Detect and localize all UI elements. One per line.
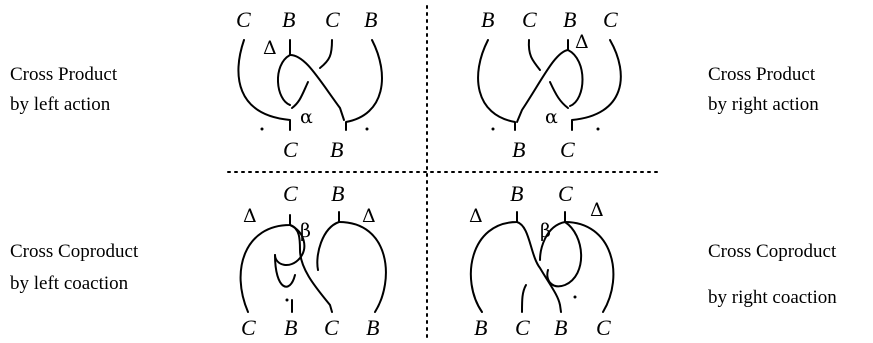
diagram-top-right: B C B C Δ α B C [477,7,622,162]
tr-bottom-C: C [560,137,575,162]
tl-top-B2: B [364,7,377,32]
br-bottom-C2: C [596,315,611,340]
tl-dot-right [365,127,369,131]
tl-strand-outer-right [345,39,383,131]
diagram-top-left: C B C B Δ α C B [236,7,383,162]
tr-top-C1: C [522,7,537,32]
tl-top-C1: C [236,7,251,32]
bl-bottom-C1: C [241,315,256,340]
tl-strand-C2 [319,39,333,69]
br-strand-C1-stub [521,284,527,313]
tr-strand-C1-lower [549,81,569,109]
label-bottom-left-line1: Cross Coproduct [10,241,139,262]
label-bottom-right-line1: Cross Coproduct [708,241,837,262]
diagram-bottom-right: B C Δ Δ β B C B C [469,181,615,340]
tr-strand-outer-right [571,39,622,131]
diagram-bottom-left: C B Δ Δ β C B C B [239,181,387,340]
label-bottom-right-line2: by right coaction [708,287,837,308]
tl-strand-loop-left [276,54,291,106]
bl-delta-right: Δ [362,205,376,227]
br-bottom-B2: B [554,315,567,340]
bl-bottom-C2: C [324,315,339,340]
label-top-right-line1: Cross Product [708,64,816,85]
bl-top-B: B [331,181,344,206]
bl-delta-left: Δ [243,205,257,227]
br-strand-inner-loop [546,221,583,288]
tr-delta: Δ [575,31,589,53]
tr-bottom-B: B [512,137,525,162]
tl-strand-C2-lower [291,81,309,109]
br-dot [573,295,577,299]
bl-beta: β [300,220,311,242]
br-strand-arc-left-inner [516,221,562,313]
tr-dot-left [491,127,495,131]
tr-strand-outer-left [477,39,516,131]
tl-strand-outer-left [237,39,291,131]
br-top-C: C [558,181,573,206]
tl-bottom-C: C [283,137,298,162]
bl-strand-arc-left [239,214,291,313]
tl-alpha: α [300,106,313,128]
br-strand-arc-right-outer [564,221,615,313]
tl-delta: Δ [263,37,277,59]
br-delta-left: Δ [469,205,483,227]
bl-strand-arc-right-outer [338,221,387,313]
bl-bottom-B1: B [284,315,297,340]
tr-top-B1: B [481,7,494,32]
tl-bottom-B: B [330,137,343,162]
br-top-B: B [510,181,523,206]
bl-strand-arc-right [316,211,340,271]
tr-strand-loop-left [516,49,569,123]
tl-dot-left [260,127,264,131]
tr-dot-right [596,127,600,131]
tr-alpha: α [545,106,558,128]
tl-top-C2: C [325,7,340,32]
br-bottom-C1: C [515,315,530,340]
label-top-left-line2: by left action [10,94,111,115]
bl-top-C: C [283,181,298,206]
tl-strand-loop-right [289,54,345,121]
br-delta-right: Δ [590,199,604,221]
label-bottom-left-line2: by left coaction [10,273,129,294]
tr-strand-loop-right [567,49,584,107]
tr-strand-C1 [527,39,541,71]
bl-bottom-B2: B [366,315,379,340]
bl-strand-cross-down [289,224,333,313]
br-bottom-B1: B [474,315,487,340]
tr-top-B2: B [563,7,576,32]
tr-top-C2: C [603,7,618,32]
label-top-left-line1: Cross Product [10,64,118,85]
label-top-right-line2: by right action [708,94,819,115]
bl-strand-inner-loop [274,254,296,288]
br-strand-arc-left [469,211,518,313]
bl-dot [285,298,289,302]
tl-top-B1: B [282,7,295,32]
br-beta: β [540,220,551,242]
